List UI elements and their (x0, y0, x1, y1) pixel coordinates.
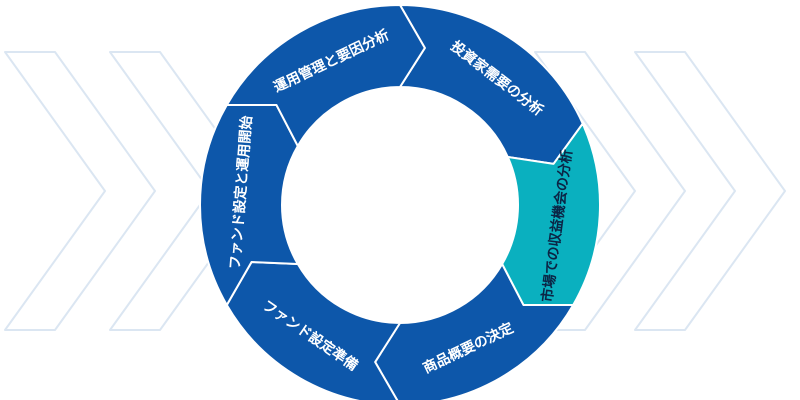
cycle-ring (199, 4, 601, 400)
background-chevron (634, 51, 786, 331)
cycle-segment (225, 4, 426, 147)
background-chevron (4, 51, 156, 331)
background-chevron (534, 51, 686, 331)
cycle-segment-highlighted (501, 122, 601, 307)
background-chevrons (4, 51, 786, 331)
cycle-segment (374, 263, 575, 400)
